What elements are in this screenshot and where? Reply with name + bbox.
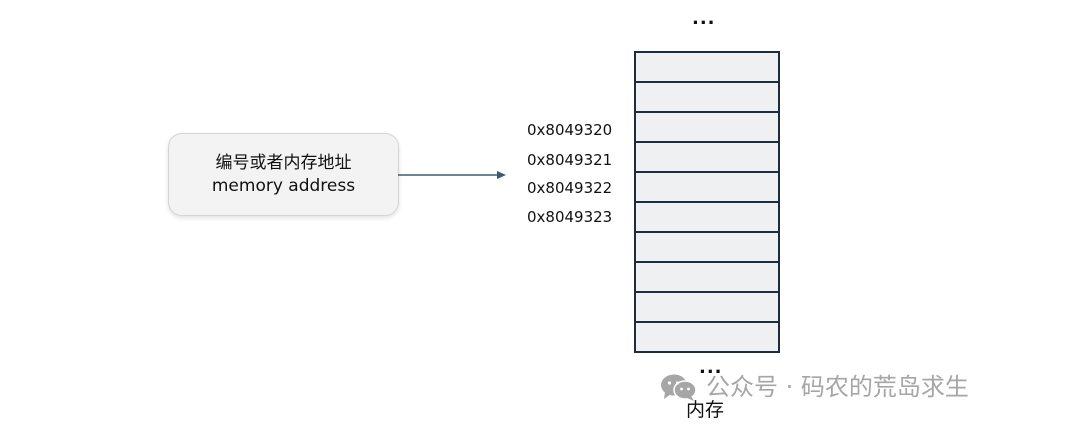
bottom-ellipsis: ... bbox=[699, 357, 723, 378]
label-chinese: 编号或者内存地址 bbox=[215, 152, 352, 173]
memory-cell bbox=[636, 261, 778, 291]
watermark-text: 公众号 · 码农的荒岛求生 bbox=[706, 373, 969, 401]
memory-cell bbox=[636, 111, 778, 141]
memory-cell bbox=[636, 53, 778, 81]
memory-cell bbox=[636, 321, 778, 351]
address-label: 0x8049320 bbox=[527, 121, 613, 139]
wechat-icon bbox=[661, 374, 697, 401]
pointer-arrow bbox=[398, 171, 506, 179]
address-label: 0x8049323 bbox=[527, 208, 613, 226]
address-label: 0x8049322 bbox=[527, 179, 613, 197]
memory-cell bbox=[636, 291, 778, 321]
memory-cell bbox=[636, 141, 778, 171]
label-english: memory address bbox=[211, 175, 356, 196]
memory-cell bbox=[636, 171, 778, 201]
arrow-head bbox=[497, 171, 506, 179]
memory-label: 内存 bbox=[686, 399, 725, 421]
memory-cell bbox=[636, 81, 778, 111]
watermark: 公众号 · 码农的荒岛求生 bbox=[660, 372, 969, 402]
address-label: 0x8049321 bbox=[527, 151, 613, 169]
memory-address-label-box: 编号或者内存地址 memory address bbox=[168, 133, 399, 216]
memory-cell bbox=[636, 231, 778, 261]
memory-cell bbox=[636, 201, 778, 231]
memory-stack bbox=[634, 51, 780, 353]
top-ellipsis: ... bbox=[692, 8, 716, 29]
